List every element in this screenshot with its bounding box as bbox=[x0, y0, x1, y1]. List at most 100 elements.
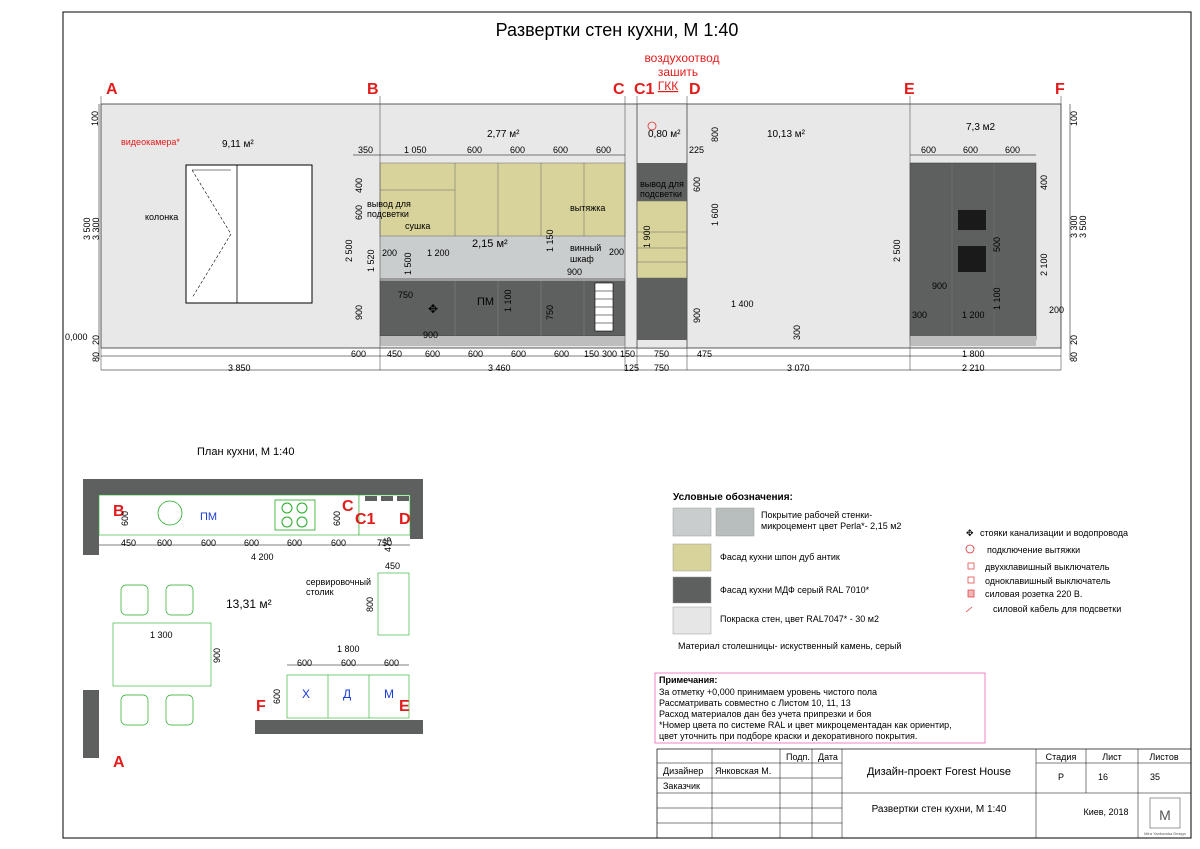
dim-b-8: 150 bbox=[620, 349, 635, 359]
socket-icon bbox=[967, 589, 975, 598]
plan-wall-bottom bbox=[255, 720, 423, 734]
stamp-city: Киев, 2018 bbox=[1083, 807, 1128, 817]
chairs bbox=[120, 584, 194, 726]
area-c: 0,80 м² bbox=[648, 129, 681, 140]
hood-symbol-icon bbox=[965, 544, 975, 554]
dim-mid-4: 400 bbox=[354, 178, 364, 193]
dim-mid-31: 2 500 bbox=[892, 239, 902, 262]
plan-dim-5: 600 bbox=[331, 538, 346, 548]
window bbox=[185, 164, 313, 304]
swatch-microcement bbox=[672, 507, 712, 537]
note-3: *Номер цвета по системе RAL и цвет микро… bbox=[659, 720, 952, 730]
dim-left-4: 80 bbox=[91, 352, 101, 362]
plan-area: 13,31 м² bbox=[226, 597, 272, 611]
dim-left-0: 100 bbox=[90, 111, 100, 126]
area-a: 9,11 м² bbox=[222, 139, 254, 150]
plan-wall-top bbox=[83, 479, 423, 495]
title-block: Подп. Дата Дизайнер Янковская М. Заказчи… bbox=[656, 748, 1192, 839]
plan-dim-1: 600 bbox=[157, 538, 172, 548]
legend-sym-3: одноклавишный выключатель bbox=[985, 576, 1111, 586]
duct-note-3: ГКК bbox=[658, 79, 678, 93]
dim-right-2: 3 500 bbox=[1078, 215, 1088, 238]
dim-b-2: 600 bbox=[425, 349, 440, 359]
dim-up-0: 350 bbox=[358, 145, 373, 155]
stamp-sheet-h: Лист bbox=[1102, 752, 1122, 762]
plan-table-dim: 1 300 bbox=[150, 630, 173, 640]
swatch-paint bbox=[672, 606, 712, 635]
stamp-data: Дата bbox=[818, 752, 838, 762]
plan-side-5: 900 bbox=[212, 648, 222, 663]
axis-d: D bbox=[689, 81, 701, 98]
legend-sym-4: силовая розетка 220 В. bbox=[985, 589, 1082, 599]
dim-t-1: 3 460 bbox=[488, 363, 511, 373]
dim-mid-33: 500 bbox=[992, 237, 1002, 252]
axis-c: C bbox=[613, 81, 625, 98]
plan-axis-c1: C1 bbox=[355, 511, 376, 528]
plan-side-6: 600 bbox=[272, 689, 282, 704]
logo-text: Mira Yankovska Design bbox=[1144, 831, 1186, 836]
legend-sym-0: стояки канализации и водопровода bbox=[980, 528, 1128, 538]
backlight2-line1: вывод для bbox=[640, 179, 684, 189]
serving-table bbox=[377, 572, 410, 636]
note-2: Расход материалов дан без учета припрезк… bbox=[659, 709, 871, 719]
axis-b: B bbox=[367, 81, 379, 98]
backlight1-line2: подсветки bbox=[367, 209, 409, 219]
dim-mid-36: 900 bbox=[932, 281, 947, 291]
plan-side-0: 600 bbox=[120, 511, 130, 526]
duct-note-2: зашить bbox=[658, 65, 698, 79]
column-label: колонка bbox=[145, 212, 178, 222]
sheet-frame bbox=[62, 11, 1192, 839]
plan-side-2: 475 bbox=[383, 537, 393, 552]
kitchen-plan: План кухни, М 1:40 ПМ сервировочный стол… bbox=[83, 446, 423, 771]
area-b: 2,77 м² bbox=[487, 129, 520, 140]
dim-mid-7: 1 200 bbox=[427, 248, 450, 258]
column-lower-grey bbox=[637, 278, 687, 340]
hob-icon bbox=[274, 499, 316, 531]
column-upper-grey bbox=[637, 163, 687, 201]
sink-icon bbox=[157, 500, 183, 526]
dim-up-6: 225 bbox=[689, 145, 704, 155]
dim-b-3: 600 bbox=[468, 349, 483, 359]
legend-item-3: Покраска стен, цвет RAL7047* - 30 м2 bbox=[720, 614, 879, 624]
legend-sym-5: силовой кабель для подсветки bbox=[993, 604, 1121, 614]
dim-mid-34: 2 100 bbox=[1039, 253, 1049, 276]
legend-title: Условные обозначения: bbox=[673, 491, 793, 503]
dim-up-1: 1 050 bbox=[404, 145, 427, 155]
dining-table bbox=[112, 622, 212, 687]
dim-mid-38: 1 200 bbox=[962, 310, 985, 320]
legend-item-0-l2: микроцемент цвет Perla*- 2,15 м2 bbox=[761, 521, 901, 531]
dim-right-0: 100 bbox=[1069, 111, 1079, 126]
axis-f: F bbox=[1055, 81, 1065, 98]
appliance-m: М bbox=[384, 687, 394, 701]
dim-b-9: 750 bbox=[654, 349, 669, 359]
serving-label-2: столик bbox=[306, 587, 334, 597]
legend-material: Материал столешницы- искуственный камень… bbox=[678, 641, 901, 651]
backlight2-line2: подсветки bbox=[640, 189, 682, 199]
dim-b-6: 150 bbox=[584, 349, 599, 359]
dim-b-1: 450 bbox=[387, 349, 402, 359]
dim-mid-16: 1 100 bbox=[503, 289, 513, 312]
plan-side-1: 600 bbox=[332, 511, 342, 526]
legend-item-2: Фасад кухни МДФ серый RAL 7010* bbox=[720, 585, 870, 595]
dim-up-7: 600 bbox=[921, 145, 936, 155]
dryer-label: сушка bbox=[405, 221, 430, 231]
wine-line1: винный bbox=[570, 243, 601, 253]
dim-mid-39: 200 bbox=[1049, 305, 1064, 315]
dim-b-4: 600 bbox=[511, 349, 526, 359]
plan-wall-left-1 bbox=[83, 479, 99, 555]
stove-symbol-icon: ✥ bbox=[428, 302, 438, 316]
stamp-sheet: 16 bbox=[1098, 772, 1108, 782]
axis-e: E bbox=[904, 81, 915, 98]
oven2-icon bbox=[958, 246, 986, 272]
stamp-designer-label: Дизайнер bbox=[663, 766, 703, 776]
stamp-stage-h: Стадия bbox=[1046, 752, 1077, 762]
wall-elevation: ✥ ПМ A B C C1 D bbox=[65, 51, 1088, 373]
dim-mid-0: 2 500 bbox=[344, 239, 354, 262]
stamp-client-label: Заказчик bbox=[663, 781, 700, 791]
plan-axis-b: B bbox=[113, 503, 125, 520]
legend-sym-2: двухклавишный выключатель bbox=[985, 562, 1110, 572]
notes: Примечания: За отметку +0,000 принимаем … bbox=[654, 672, 986, 744]
dim-b-5: 600 bbox=[554, 349, 569, 359]
note-1: Рассматривать совместно с Листом 10, 11,… bbox=[659, 698, 851, 708]
dim-mid-22: 1 900 bbox=[642, 225, 652, 248]
